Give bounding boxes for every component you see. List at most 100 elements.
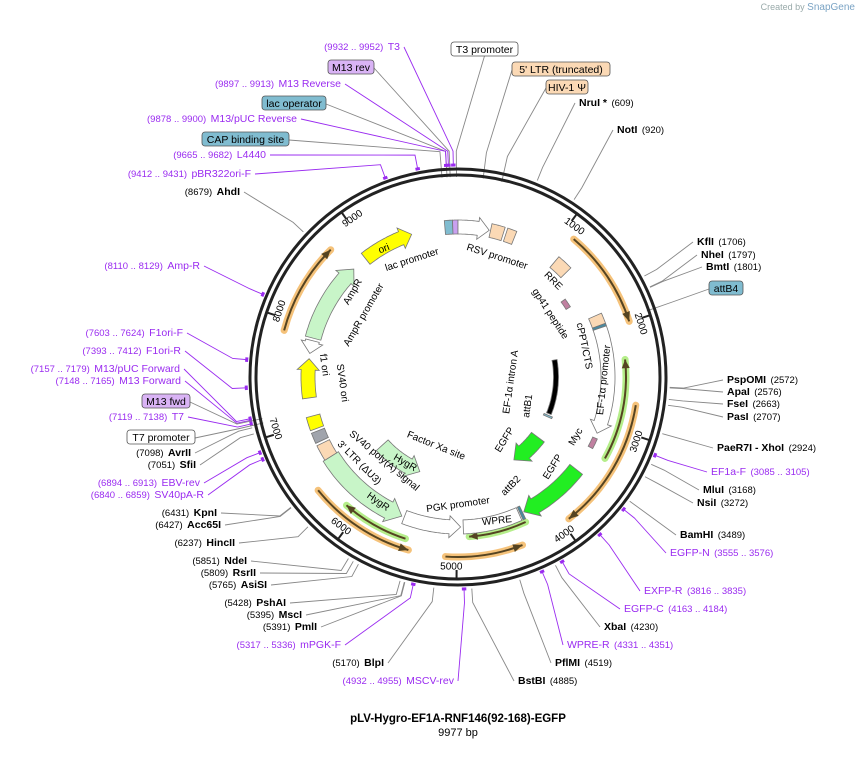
site-label-t3-promoter[interactable]: T3 promoter xyxy=(450,41,519,57)
site-label-amp-r[interactable]: (8110 .. 8129) Amp-R xyxy=(104,256,200,273)
ltr-5-feature[interactable] xyxy=(488,223,506,242)
site-label-lac-operator[interactable]: lac operator xyxy=(261,95,327,111)
leader-line xyxy=(320,582,406,628)
site-label-m13-rev[interactable]: M13 rev xyxy=(327,59,375,75)
site-label-kfli[interactable]: KflI (1706) xyxy=(697,232,746,249)
site-text: (5428) PshAI xyxy=(224,593,286,610)
wpre-feature[interactable] xyxy=(462,507,523,535)
site-range: (4885) xyxy=(550,676,577,687)
site-label-msci[interactable]: (5395) MscI xyxy=(247,605,302,622)
f1-ori-feature[interactable] xyxy=(296,358,321,400)
site-label-cap-binding-site[interactable]: CAP binding site xyxy=(201,131,290,147)
site-label-kpni[interactable]: (6431) KpnI xyxy=(162,503,217,520)
site-label-t7-promoter[interactable]: T7 promoter xyxy=(126,429,196,445)
site-text: (5317 .. 5336) mPGK-F xyxy=(237,635,341,652)
site-label-egfp-n[interactable]: EGFP-N (3555 .. 3576) xyxy=(670,543,773,560)
ef1a-promoter-feature[interactable] xyxy=(589,325,616,434)
site-label-m13-forward[interactable]: (7148 .. 7165) M13 Forward xyxy=(56,371,182,388)
pgk-promoter-feature[interactable] xyxy=(401,509,462,539)
site-label-pasi[interactable]: PasI (2707) xyxy=(727,407,781,424)
site-label-l4440[interactable]: (9665 .. 9682) L4440 xyxy=(173,145,266,162)
site-text: BmtI (1801) xyxy=(706,257,761,274)
ori-feature[interactable] xyxy=(360,227,413,265)
lac-promoter-feature[interactable] xyxy=(443,219,454,235)
rre-feature[interactable] xyxy=(549,256,572,279)
site-label-mscv-rev[interactable]: (4932 .. 4955) MSCV-rev xyxy=(343,671,455,688)
site-label-ndei[interactable]: (5851) NdeI xyxy=(192,551,247,568)
site-label-sfii[interactable]: (7051) SfiI xyxy=(148,455,196,472)
site-label-ahdi[interactable]: (8679) AhdI xyxy=(185,182,240,199)
site-label-attb4[interactable]: attB4 xyxy=(708,280,744,296)
site-label-nsii[interactable]: NsiI (3272) xyxy=(697,493,748,510)
myc-feature[interactable] xyxy=(587,436,598,450)
site-label-pflmi[interactable]: PflMI (4519) xyxy=(555,653,612,670)
site-label-t7[interactable]: (7119 .. 7138) T7 xyxy=(109,407,184,424)
site-label-m13-fwd[interactable]: M13 fwd xyxy=(141,393,191,409)
site-label-blpi[interactable]: (5170) BlpI xyxy=(332,653,384,670)
site-label-m13-puc-reverse[interactable]: (9878 .. 9900) M13/pUC Reverse xyxy=(147,109,297,126)
site-name: WPRE-R xyxy=(567,639,610,651)
feature-label: attB1 xyxy=(521,393,535,418)
site-label-asisi[interactable]: (5765) AsiSI xyxy=(209,575,267,592)
site-label-sv40pa-r[interactable]: (6840 .. 6859) SV40pA-R xyxy=(91,485,205,502)
site-label-t3[interactable]: (9932 .. 9952) T3 xyxy=(324,37,400,54)
hygr-outer-feature[interactable] xyxy=(322,451,403,523)
site-text: EXFP-R (3816 .. 3835) xyxy=(644,581,746,598)
leader-line xyxy=(203,452,261,484)
ltr-3-feature[interactable] xyxy=(316,439,338,461)
site-label-nhei[interactable]: NheI (1797) xyxy=(701,245,756,262)
tick-label: 7000 xyxy=(266,417,283,442)
attb2-feature[interactable] xyxy=(516,505,527,521)
site-label-m13-reverse[interactable]: (9897 .. 9913) M13 Reverse xyxy=(215,74,341,91)
site-label-bamhi[interactable]: BamHI (3489) xyxy=(680,525,745,542)
site-label-bstbi[interactable]: BstBI (4885) xyxy=(518,671,577,688)
site-label-mpgk-f[interactable]: (5317 .. 5336) mPGK-F xyxy=(237,635,341,652)
site-label-f1ori-r[interactable]: (7393 .. 7412) F1ori-R xyxy=(82,341,181,358)
site-label-acc65i[interactable]: (6427) Acc65I xyxy=(155,515,221,532)
site-label-noti[interactable]: NotI (920) xyxy=(617,120,664,137)
lac-operator-feature[interactable] xyxy=(452,219,459,235)
gp41-peptide-feature[interactable] xyxy=(560,298,571,310)
site-label-wpre-r[interactable]: WPRE-R (4331 .. 4351) xyxy=(567,635,673,652)
egfp-inner-feature[interactable] xyxy=(513,431,545,462)
hiv-psi-feature[interactable] xyxy=(502,227,518,245)
site-label-5-ltr-truncated-[interactable]: 5' LTR (truncated) xyxy=(511,61,611,77)
site-label-m13-puc-forward[interactable]: (7157 .. 7179) M13/pUC Forward xyxy=(31,359,181,376)
site-label-hiv-1-[interactable]: HIV-1 Ψ xyxy=(545,79,589,95)
site-label-apai[interactable]: ApaI (2576) xyxy=(727,382,782,399)
site-name: PflMI xyxy=(555,657,580,669)
leader-line xyxy=(270,563,359,586)
site-label-pmli[interactable]: (5391) PmlI xyxy=(263,617,317,634)
ef1a-intron-feature[interactable] xyxy=(545,359,559,416)
site-label-bmti[interactable]: BmtI (1801) xyxy=(706,257,761,274)
site-name: NdeI xyxy=(224,555,247,567)
primer-binding-mark xyxy=(248,417,253,423)
sv40-ori-feature[interactable] xyxy=(305,413,325,432)
site-label-hincii[interactable]: (6237) HincII xyxy=(174,533,235,550)
site-label-pbr322ori-f[interactable]: (9412 .. 9431) pBR322ori-F xyxy=(128,164,251,181)
site-label-pspomi[interactable]: PspOMI (2572) xyxy=(727,370,798,387)
hygr-inner-feature[interactable] xyxy=(375,439,421,478)
attb1-feature[interactable] xyxy=(542,413,554,420)
sv40-polya-feature[interactable] xyxy=(310,427,329,444)
site-label-paer7i-xhoi[interactable]: PaeR7I - XhoI (2924) xyxy=(717,438,816,455)
site-label-nrui-[interactable]: NruI * (609) xyxy=(579,93,634,110)
rsv-promoter-feature[interactable] xyxy=(457,216,490,241)
egfp-outer-feature[interactable] xyxy=(523,463,584,517)
site-label-egfp-c[interactable]: EGFP-C (4163 .. 4184) xyxy=(624,599,727,616)
site-label-ef1a-f[interactable]: EF1a-F (3085 .. 3105) xyxy=(711,462,810,479)
ampr-promoter-feature[interactable] xyxy=(300,338,324,355)
site-label-xbai[interactable]: XbaI (4230) xyxy=(604,617,658,634)
site-label-pshai[interactable]: (5428) PshAI xyxy=(224,593,286,610)
ampr-feature[interactable] xyxy=(304,268,355,341)
site-label-rsrii[interactable]: (5809) RsrII xyxy=(201,563,256,580)
site-label-fsei[interactable]: FseI (2663) xyxy=(727,394,780,411)
site-label-mlui[interactable]: MluI (3168) xyxy=(703,480,756,497)
site-label-exfp-r[interactable]: EXFP-R (3816 .. 3835) xyxy=(644,581,746,598)
site-label-ebv-rev[interactable]: (6894 .. 6913) EBV-rev xyxy=(98,473,201,490)
site-label-f1ori-f[interactable]: (7603 .. 7624) F1ori-F xyxy=(86,323,183,340)
site-label-avrii[interactable]: (7098) AvrII xyxy=(136,443,191,460)
orf-arc-line xyxy=(317,489,409,551)
leader-line xyxy=(668,399,724,405)
